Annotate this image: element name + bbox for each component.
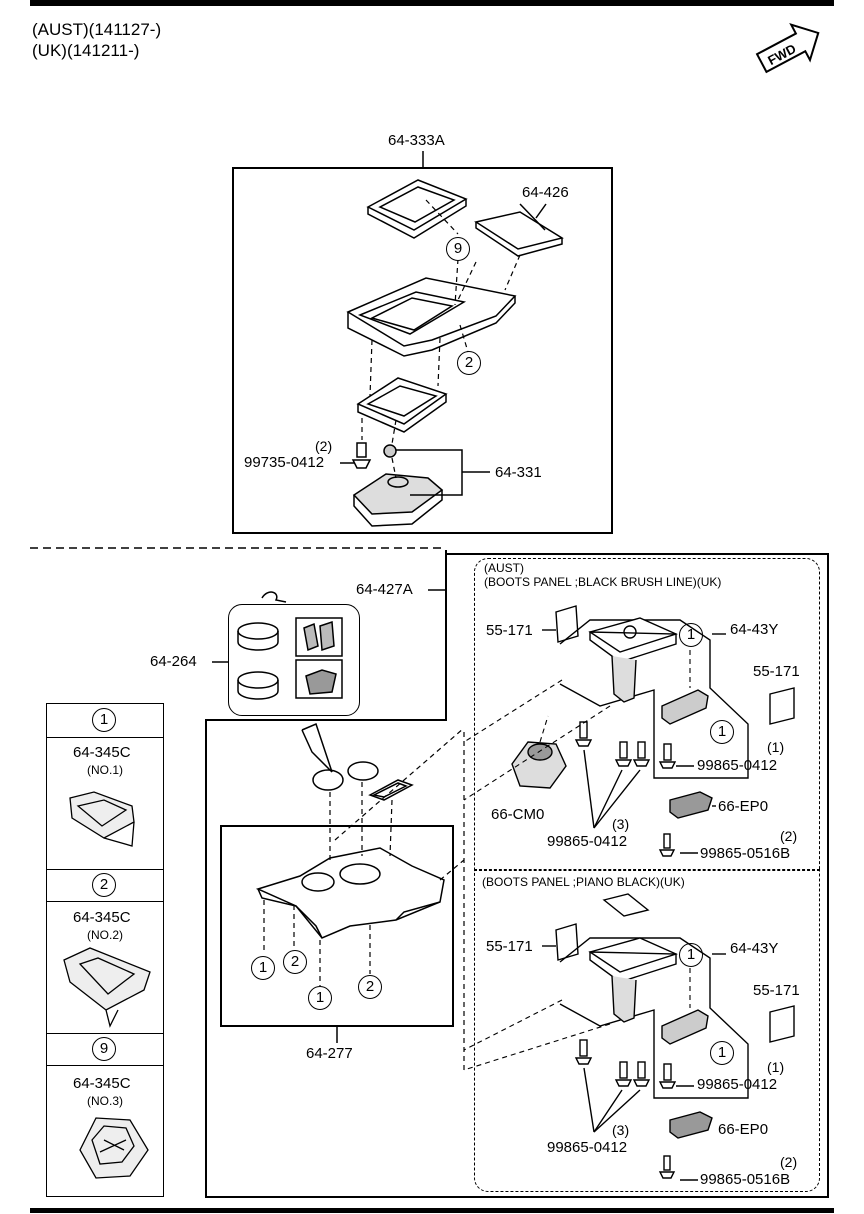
aust-qty-2: (2): [780, 828, 798, 844]
aust-label-66-CM0[interactable]: 66-CM0: [491, 806, 545, 823]
uk-label-66-EP0[interactable]: 66-EP0: [718, 1121, 769, 1138]
legend-num-1: 1: [92, 708, 116, 732]
legend-sub-1: (NO.1): [87, 763, 123, 777]
label-64-426[interactable]: 64-426: [522, 184, 569, 201]
clip-callout-2-top[interactable]: 2: [457, 351, 481, 375]
label-64-264[interactable]: 64-264: [150, 653, 197, 670]
legend-part-9: 64-345C: [73, 1075, 131, 1092]
aust-label-64-43Y[interactable]: 64-43Y: [730, 621, 779, 638]
uk-label-99865-0516B[interactable]: 99865-0516B: [700, 1171, 791, 1188]
top-rule: [30, 0, 834, 6]
legend-num-2: 2: [92, 873, 116, 897]
aust-label-99865-0412-a[interactable]: 99865-0412: [697, 757, 778, 774]
label-64-277[interactable]: 64-277: [306, 1045, 353, 1062]
label-64-427A[interactable]: 64-427A: [356, 581, 413, 598]
legend-part-2: 64-345C: [73, 909, 131, 926]
applicability-line-1: (AUST)(141127-): [32, 20, 162, 39]
legend-body-2: [47, 902, 163, 1034]
clip-callout-1-bottom[interactable]: 1: [308, 986, 332, 1010]
legend-sub-2: (NO.2): [87, 928, 123, 942]
legend-sub-9: (NO.3): [87, 1094, 123, 1108]
cup-holder-insert-box: [228, 604, 360, 716]
clip-callout-2-right[interactable]: 2: [358, 975, 382, 999]
legend-num-9: 9: [92, 1037, 116, 1061]
label-64-331[interactable]: 64-331: [495, 464, 542, 481]
legend-header-2: [47, 870, 163, 902]
label-64-333A[interactable]: 64-333A: [388, 132, 445, 149]
label-99735-0412[interactable]: 99735-0412: [244, 454, 325, 471]
clip-callout-2-left[interactable]: 2: [283, 950, 307, 974]
bottom-rule: [30, 1208, 834, 1213]
uk-label-55-171-b[interactable]: 55-171: [753, 982, 800, 999]
applicability-line-2: (UK)(141211-): [32, 41, 140, 60]
uk-label-64-43Y[interactable]: 64-43Y: [730, 940, 779, 957]
legend-header-1: [47, 704, 163, 738]
variant-box-uk: [474, 870, 820, 1192]
clip-legend-table: [46, 703, 164, 1197]
screw-qty-top: (2): [315, 438, 333, 454]
aust-label-55-171-b[interactable]: 55-171: [753, 663, 800, 680]
variant-box-aust: [474, 558, 820, 870]
aust-title-2: (BOOTS PANEL ;BLACK BRUSH LINE)(UK): [484, 575, 722, 589]
legend-body-1: [47, 738, 163, 870]
uk-qty-2: (2): [780, 1154, 798, 1170]
clip-callout-9[interactable]: 9: [446, 237, 470, 261]
legend-header-9: [47, 1034, 163, 1066]
aust-label-55-171-a[interactable]: 55-171: [486, 622, 533, 639]
aust-label-99865-0412-b[interactable]: 99865-0412: [547, 833, 628, 850]
top-assembly-box: [232, 167, 613, 534]
console-box: [220, 825, 454, 1027]
aust-title-1: (AUST): [484, 561, 524, 575]
uk-label-55-171-a[interactable]: 55-171: [486, 938, 533, 955]
aust-qty-3: (3): [612, 816, 630, 832]
aust-label-99865-0516B[interactable]: 99865-0516B: [700, 845, 791, 862]
uk-title: (BOOTS PANEL ;PIANO BLACK)(UK): [482, 875, 685, 889]
uk-label-99865-0412-b[interactable]: 99865-0412: [547, 1139, 628, 1156]
aust-callout-1-b[interactable]: 1: [710, 720, 734, 744]
uk-callout-1-b[interactable]: 1: [710, 1041, 734, 1065]
legend-part-1: 64-345C: [73, 744, 131, 761]
uk-qty-3: (3): [612, 1122, 630, 1138]
uk-label-99865-0412-a[interactable]: 99865-0412: [697, 1076, 778, 1093]
aust-label-66-EP0[interactable]: 66-EP0: [718, 798, 769, 815]
clip-callout-1-left[interactable]: 1: [251, 956, 275, 980]
uk-callout-1-a[interactable]: 1: [679, 943, 703, 967]
aust-qty-1: (1): [767, 739, 785, 755]
uk-qty-1: (1): [767, 1059, 785, 1075]
